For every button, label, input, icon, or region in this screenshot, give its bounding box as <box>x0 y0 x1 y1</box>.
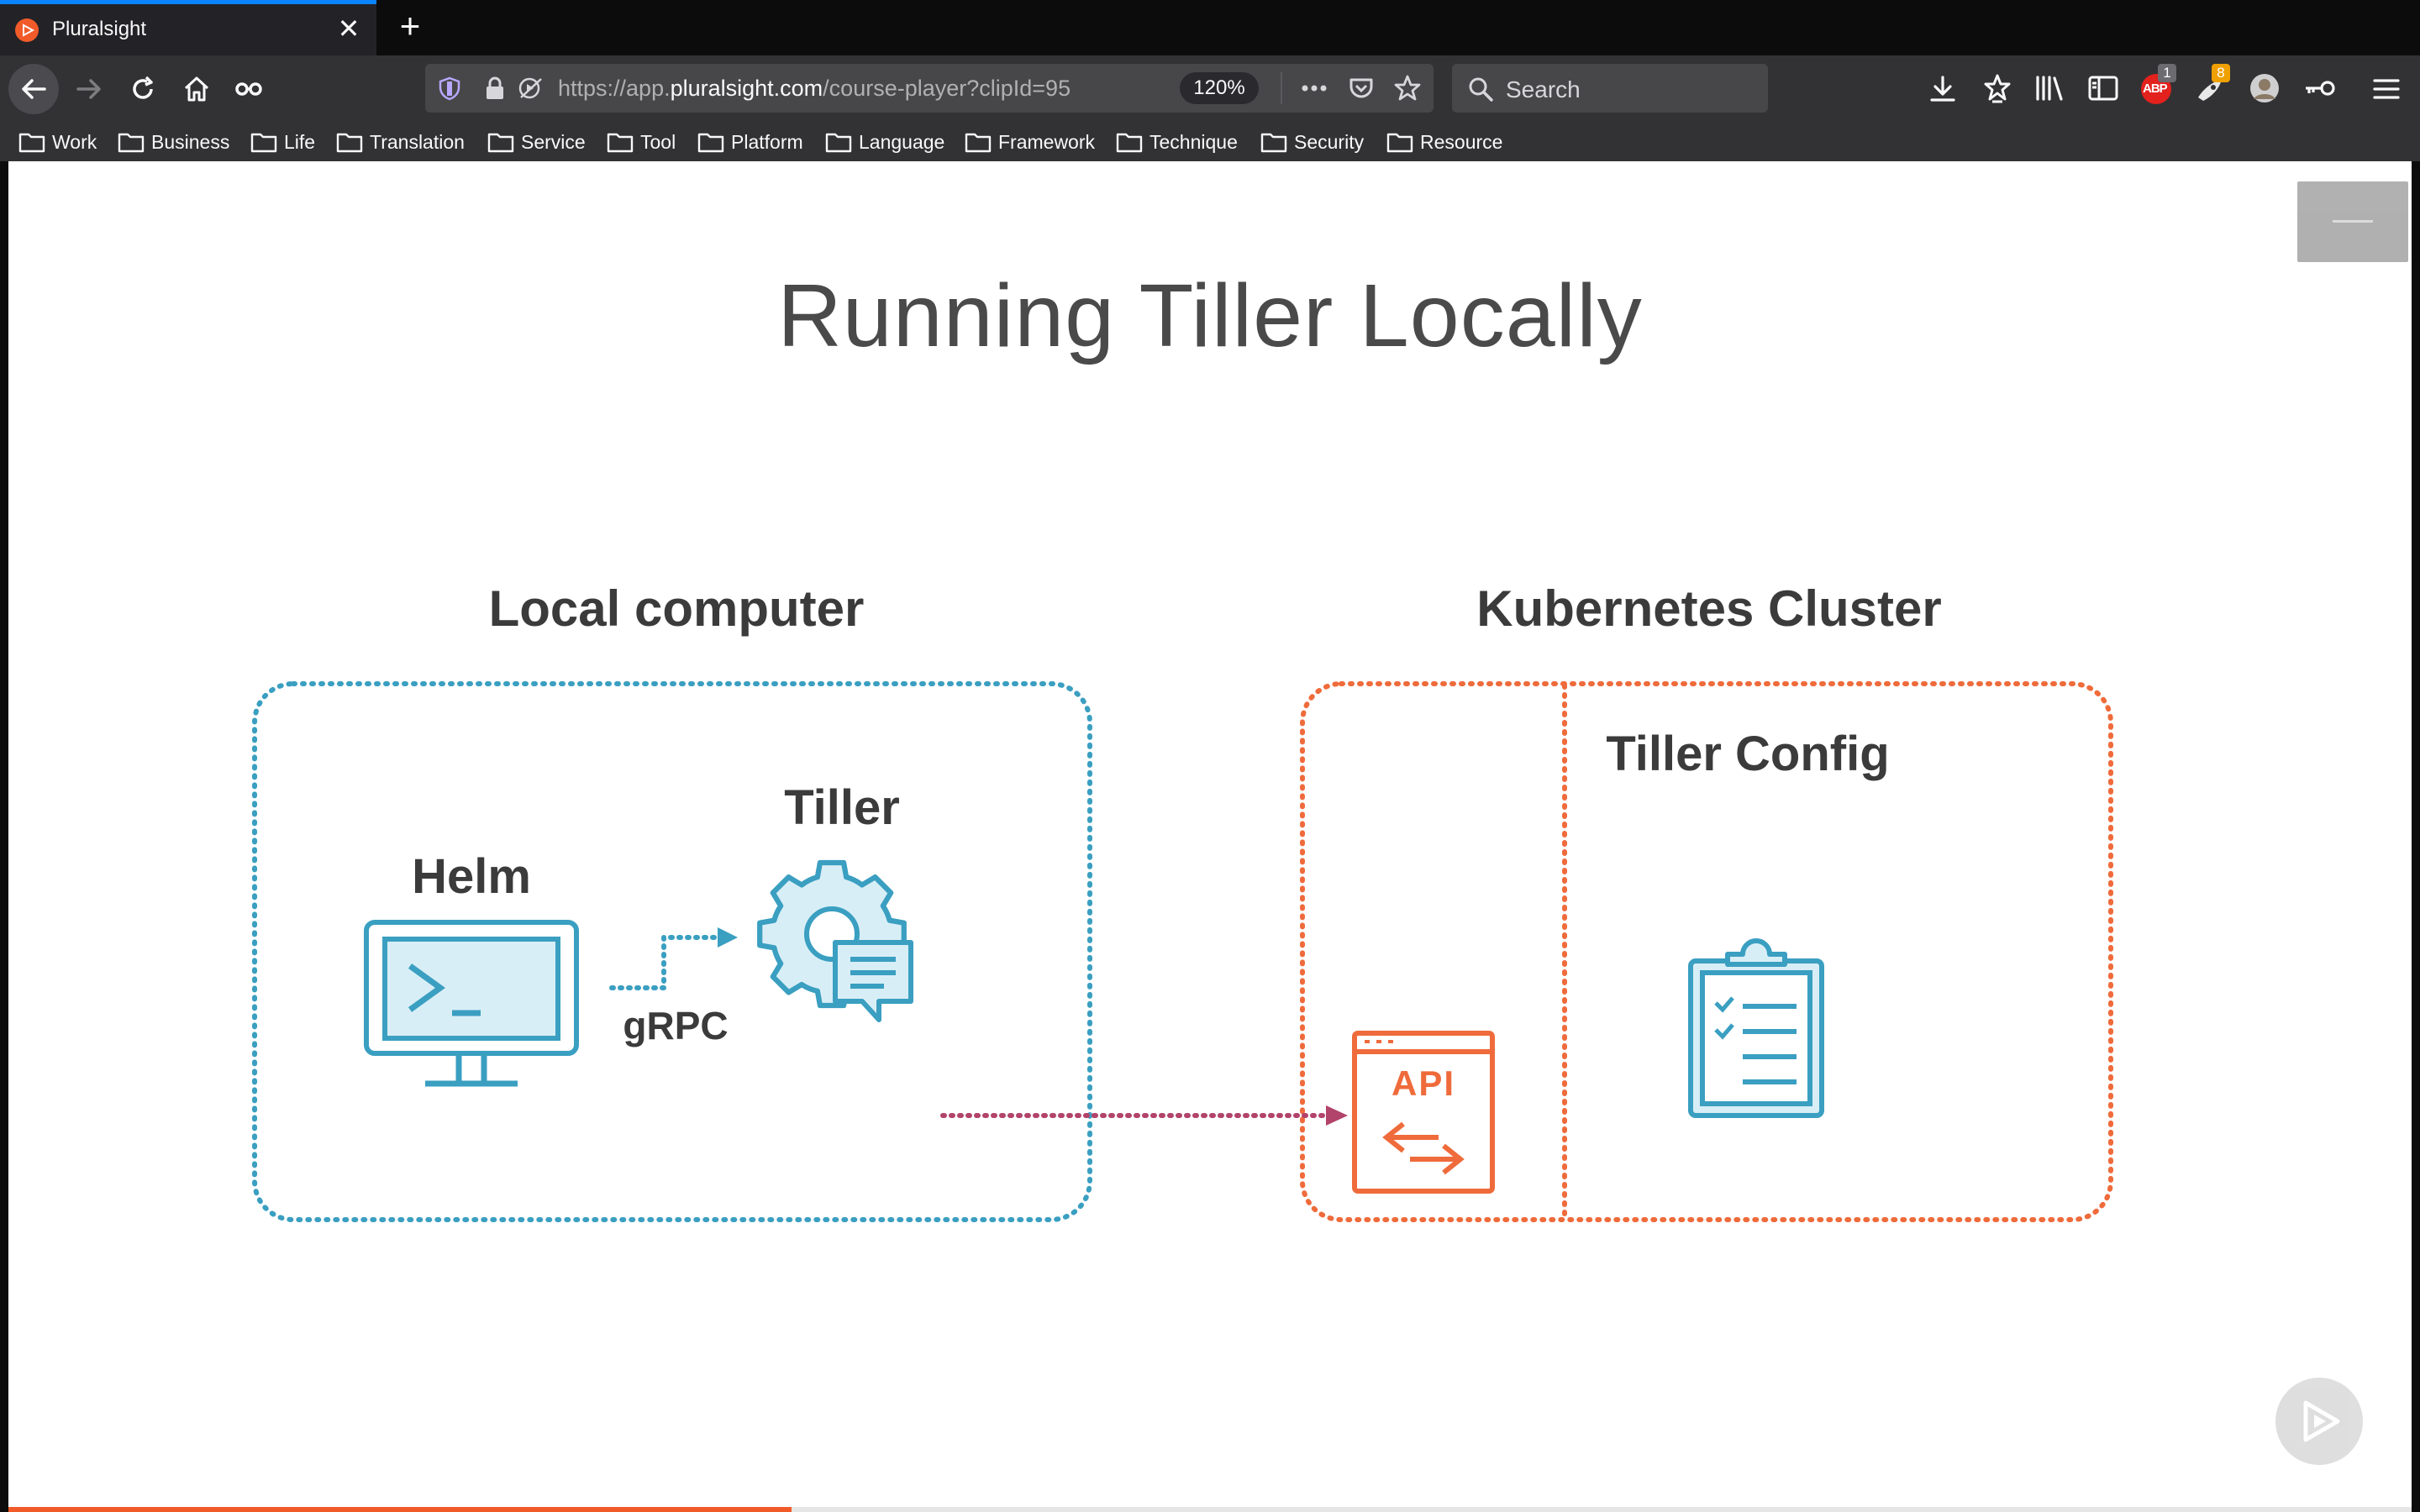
mask-icon <box>235 82 262 96</box>
bookmark-folder-life[interactable]: Life <box>250 128 315 156</box>
player-menu-button[interactable] <box>2297 181 2408 262</box>
bookmark-folder-business[interactable]: Business <box>118 128 229 156</box>
adblock-count-badge: 1 <box>2158 64 2176 82</box>
extension-rocket-icon[interactable] <box>2195 74 2227 104</box>
folder-icon <box>1116 133 1143 153</box>
password-key-icon[interactable] <box>2302 76 2336 101</box>
kubernetes-cluster-heading: Kubernetes Cluster <box>1476 580 1942 637</box>
pluralsight-favicon-icon <box>15 18 39 42</box>
tracking-protection-shield-icon[interactable] <box>437 76 462 101</box>
address-bar[interactable]: https://app.pluralsight.com/course-playe… <box>425 64 1434 113</box>
folder-icon <box>18 133 45 153</box>
browser-tab[interactable]: Pluralsight ✕ <box>0 0 376 55</box>
tab-title: Pluralsight <box>52 18 147 40</box>
folder-icon <box>118 133 145 153</box>
autoplay-blocked-icon[interactable] <box>518 76 544 101</box>
pluralsight-play-button[interactable] <box>2275 1378 2363 1465</box>
menu-line-icon <box>2333 220 2373 223</box>
tiller-api-arrowhead <box>1326 1105 1348 1126</box>
bookmark-folder-tool[interactable]: Tool <box>607 128 676 156</box>
forward-button[interactable] <box>64 64 114 114</box>
profile-avatar-icon[interactable] <box>2249 72 2281 104</box>
tab-strip: Pluralsight ✕ + <box>0 0 2420 55</box>
video-progress-fill <box>8 1507 792 1512</box>
api-label: API <box>1391 1063 1455 1103</box>
library-icon[interactable] <box>2033 74 2065 102</box>
grpc-connector <box>609 935 723 990</box>
back-button[interactable] <box>8 64 59 114</box>
search-bar[interactable]: Search <box>1452 64 1768 113</box>
play-logo-icon <box>2303 1400 2340 1442</box>
folder-icon <box>336 133 363 153</box>
search-icon <box>1469 77 1493 102</box>
arrow-right-icon <box>76 79 101 99</box>
local-computer-box <box>252 681 1092 1222</box>
downloads-icon[interactable] <box>1928 74 1958 104</box>
kubernetes-cluster-box <box>1300 681 2113 1222</box>
folder-icon <box>1386 133 1413 153</box>
lock-icon[interactable] <box>484 76 506 101</box>
folder-icon <box>1260 133 1287 153</box>
folder-icon <box>250 133 277 153</box>
extension-count-badge: 8 <box>2212 64 2230 82</box>
grpc-label: gRPC <box>623 1004 729 1047</box>
bookmark-folder-security[interactable]: Security <box>1260 128 1364 156</box>
folder-icon <box>825 133 852 153</box>
bookmark-folder-service[interactable]: Service <box>487 128 586 156</box>
video-player[interactable]: Running Tiller Locally Local computer Ku… <box>8 161 2412 1512</box>
sidebar-icon[interactable] <box>2087 74 2119 102</box>
bookmark-folder-technique[interactable]: Technique <box>1116 128 1238 156</box>
video-progress-track[interactable] <box>8 1507 2412 1512</box>
folder-icon <box>607 133 634 153</box>
tiller-config-label: Tiller Config <box>1606 727 1890 781</box>
architecture-diagram <box>252 681 2113 1222</box>
tiller-label: Tiller <box>784 780 900 835</box>
reload-button[interactable] <box>118 64 168 114</box>
search-placeholder: Search <box>1506 76 1581 102</box>
bookmarks-toolbar: Work Business Life Translation Service T… <box>0 123 2420 161</box>
helm-label: Helm <box>412 849 531 904</box>
zoom-level-badge[interactable]: 120% <box>1180 72 1259 104</box>
private-browsing-button[interactable] <box>224 64 274 114</box>
bookmark-folder-work[interactable]: Work <box>18 128 97 156</box>
slide-title: Running Tiller Locally <box>777 266 1643 365</box>
api-server-icon <box>1352 1031 1495 1194</box>
page-actions-icon[interactable] <box>1299 76 1329 101</box>
bookmark-folder-platform[interactable]: Platform <box>697 128 803 156</box>
bookmark-folder-language[interactable]: Language <box>825 128 944 156</box>
bookmark-folder-translation[interactable]: Translation <box>336 128 465 156</box>
folder-icon <box>965 133 992 153</box>
tiller-config-clipboard-icon <box>1688 938 1824 1118</box>
bookmarks-star-icon[interactable] <box>1981 72 2013 104</box>
close-tab-icon[interactable]: ✕ <box>337 13 360 44</box>
navigation-toolbar: https://app.pluralsight.com/course-playe… <box>0 55 2420 123</box>
bookmark-folder-framework[interactable]: Framework <box>965 128 1095 156</box>
grpc-arrowhead <box>718 927 738 948</box>
home-button[interactable] <box>171 64 222 114</box>
reload-icon <box>133 76 153 99</box>
tiller-gear-icon <box>757 859 913 1022</box>
bookmark-folder-resource[interactable]: Resource <box>1386 128 1502 156</box>
home-icon <box>184 76 209 102</box>
new-tab-icon[interactable]: + <box>399 6 421 45</box>
local-computer-heading: Local computer <box>488 580 865 637</box>
hamburger-menu-icon[interactable] <box>2371 76 2402 102</box>
arrow-left-icon <box>22 79 46 99</box>
url-text[interactable]: https://app.pluralsight.com/course-playe… <box>558 76 1071 101</box>
urlbar-divider <box>1281 72 1282 104</box>
bookmark-star-icon[interactable] <box>1393 74 1422 102</box>
folder-icon <box>697 133 724 153</box>
folder-icon <box>487 133 514 153</box>
helm-terminal-icon <box>364 920 579 1087</box>
pocket-icon[interactable] <box>1348 75 1375 102</box>
